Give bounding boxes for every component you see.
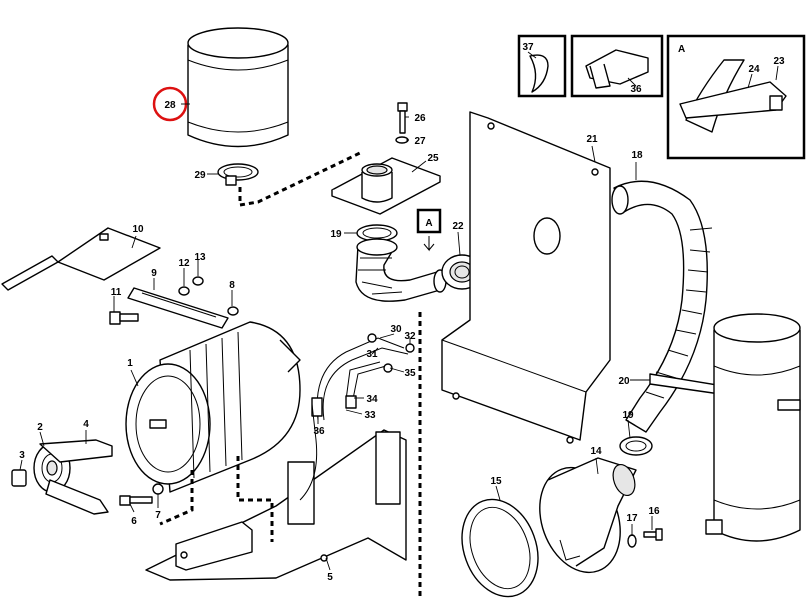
callout-32: 32 — [404, 331, 416, 342]
bolt-6[interactable] — [119, 495, 153, 506]
screw-16[interactable] — [643, 528, 663, 541]
callout-28: 28 — [164, 100, 176, 111]
callout-34: 34 — [366, 394, 378, 405]
leader-lines — [19, 51, 779, 571]
nut-13[interactable] — [192, 276, 204, 286]
view-marker-label: A — [425, 218, 432, 229]
detail-box-36[interactable] — [570, 34, 664, 98]
callout-24: 24 — [748, 64, 760, 75]
mounting-plate-21[interactable] — [441, 111, 611, 444]
callout-13: 13 — [194, 252, 206, 263]
callout-21: 21 — [586, 134, 598, 145]
mounting-bracket-25[interactable] — [331, 157, 441, 215]
callout-26: 26 — [414, 113, 426, 124]
filter-canister[interactable] — [187, 27, 289, 148]
callout-17: 17 — [626, 513, 638, 524]
hose-clamp-29[interactable] — [217, 163, 259, 186]
elbow-hose[interactable] — [355, 238, 447, 302]
bolt-11[interactable] — [109, 311, 139, 325]
callout-6: 6 — [131, 516, 137, 527]
air-cleaner-housing[interactable] — [705, 313, 801, 542]
dashed-connector-top — [238, 150, 363, 207]
washer-7[interactable] — [152, 483, 164, 495]
housing-14[interactable] — [526, 456, 639, 583]
dashed-connector-left — [159, 470, 194, 526]
terminal-30[interactable] — [367, 333, 377, 343]
callout-19-upper: 19 — [330, 229, 342, 240]
washer-17[interactable] — [627, 534, 637, 548]
alternator-1[interactable] — [125, 321, 301, 493]
tension-strap-9[interactable] — [127, 287, 229, 329]
callout-33: 33 — [364, 410, 376, 421]
bolt-26[interactable] — [397, 102, 408, 134]
detail-box-37[interactable] — [517, 34, 567, 98]
callout-20: 20 — [618, 376, 630, 387]
callout-9: 9 — [151, 268, 157, 279]
callout-25: 25 — [427, 153, 439, 164]
callout-14: 14 — [590, 446, 602, 457]
fan-belt-4[interactable] — [39, 439, 113, 515]
callout-12: 12 — [178, 258, 190, 269]
view-marker-a[interactable]: A — [416, 208, 442, 252]
callout-19-lower: 19 — [622, 410, 634, 421]
callout-10: 10 — [132, 224, 144, 235]
terminal-35[interactable] — [383, 363, 393, 373]
callout-5: 5 — [327, 572, 333, 583]
callout-36-detail: 36 — [630, 84, 642, 95]
callout-8: 8 — [229, 280, 235, 291]
callout-27: 27 — [414, 136, 426, 147]
intake-hose-18[interactable] — [611, 180, 713, 433]
callout-31: 31 — [366, 349, 378, 360]
callout-3: 3 — [19, 450, 25, 461]
callout-18: 18 — [631, 150, 643, 161]
clamp-19-lower[interactable] — [619, 436, 653, 456]
detail-box-a[interactable]: A — [666, 34, 806, 160]
washer-12[interactable] — [178, 286, 190, 296]
callout-30: 30 — [390, 324, 402, 335]
callout-16: 16 — [648, 506, 660, 517]
dashed-connector-bracket — [236, 456, 274, 542]
callout-1: 1 — [127, 358, 133, 369]
callout-22: 22 — [452, 221, 464, 232]
gasket-ring-15[interactable] — [449, 489, 551, 603]
callout-2: 2 — [37, 422, 43, 433]
callout-23: 23 — [773, 56, 785, 67]
callout-15: 15 — [490, 476, 502, 487]
callout-29: 29 — [194, 170, 206, 181]
callout-36-harness: 36 — [313, 426, 325, 437]
callout-7: 7 — [155, 510, 161, 521]
callout-35: 35 — [404, 368, 416, 379]
callout-11: 11 — [111, 287, 122, 298]
callout-37: 37 — [522, 42, 534, 53]
callout-labels: 28 29 26 27 25 19 22 21 18 20 19 14 15 1… — [19, 42, 785, 583]
cover-plate-10[interactable] — [1, 227, 161, 291]
cable-harness[interactable] — [299, 337, 409, 501]
callout-4: 4 — [83, 419, 89, 430]
terminal-32[interactable] — [405, 343, 415, 353]
nut-3[interactable] — [11, 469, 27, 487]
washer-8[interactable] — [227, 306, 239, 316]
detail-box-a-label: A — [678, 44, 685, 55]
